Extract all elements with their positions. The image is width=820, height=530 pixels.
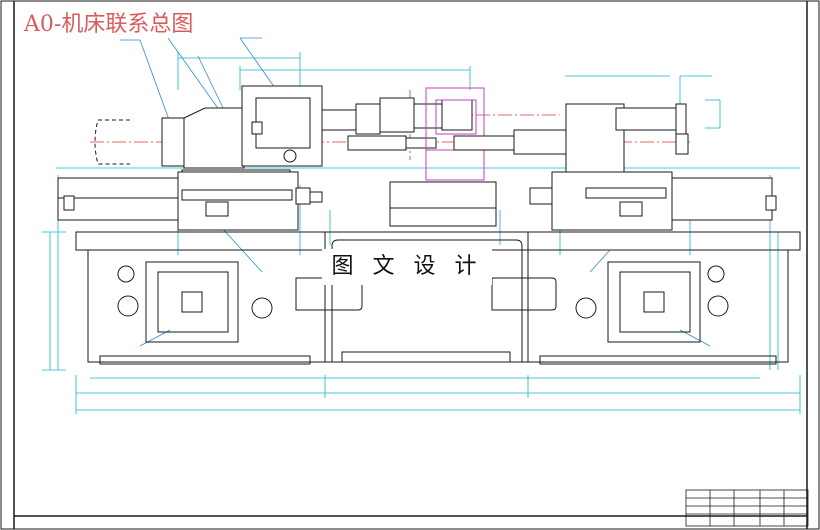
right-slide-table [529, 171, 777, 231]
drawing-title: A0-机床联系总图 [24, 12, 194, 37]
left-slide-table [57, 171, 323, 231]
title-block [685, 489, 809, 527]
watermark-label: 图 文 设 计 [322, 249, 492, 285]
center-fixture-block [389, 181, 497, 227]
